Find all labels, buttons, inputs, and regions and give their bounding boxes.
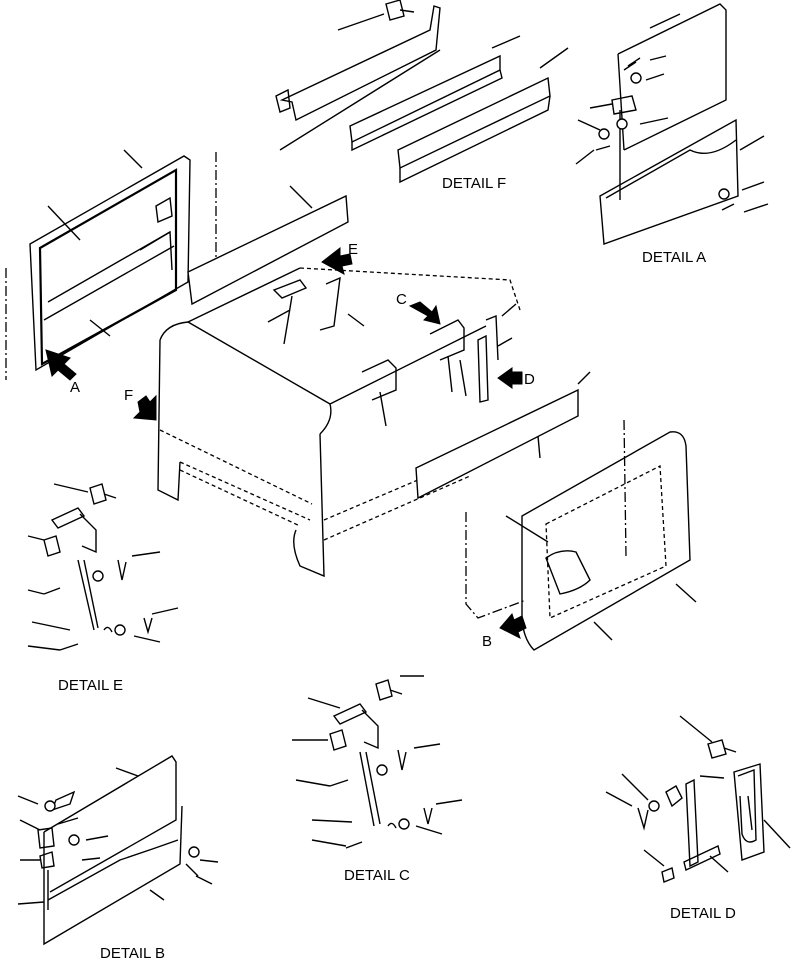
detail-f-label: DETAIL F xyxy=(442,175,506,192)
detail-c-group: DETAIL C xyxy=(292,675,463,884)
arrow-c-label: C xyxy=(396,291,407,308)
latch-icon xyxy=(595,57,735,211)
arrow-f-label: F xyxy=(124,387,133,404)
arrow-f: F xyxy=(124,387,157,421)
detail-d-label: DETAIL D xyxy=(670,905,736,922)
detail-f-group: DETAIL F xyxy=(275,0,569,192)
arrow-e: E xyxy=(321,241,358,275)
bolt-icon xyxy=(337,0,415,31)
left-door-panel xyxy=(5,149,217,380)
detail-b-label: DETAIL B xyxy=(100,945,165,960)
arrow-d: D xyxy=(497,367,535,389)
hood-body xyxy=(157,185,591,578)
arrow-a: A xyxy=(45,349,80,396)
arrow-d-label: D xyxy=(524,371,535,388)
bolt-icon xyxy=(329,679,403,849)
detail-d-group: DETAIL D xyxy=(605,715,791,922)
bolt-icon xyxy=(43,483,117,651)
detail-b-group: DETAIL B xyxy=(17,755,219,960)
detail-a-group: DETAIL A xyxy=(575,3,769,266)
arrow-a-label: A xyxy=(70,379,80,396)
detail-c-label: DETAIL C xyxy=(344,867,410,884)
bolt-icon xyxy=(707,739,737,759)
detail-e-label: DETAIL E xyxy=(58,677,123,694)
arrow-b-label: B xyxy=(482,633,492,650)
arrow-c: C xyxy=(396,291,441,325)
arrow-b: B xyxy=(482,613,527,650)
arrow-e-label: E xyxy=(348,241,358,258)
detail-e-group: DETAIL E xyxy=(27,483,179,694)
detail-a-label: DETAIL A xyxy=(642,249,706,266)
